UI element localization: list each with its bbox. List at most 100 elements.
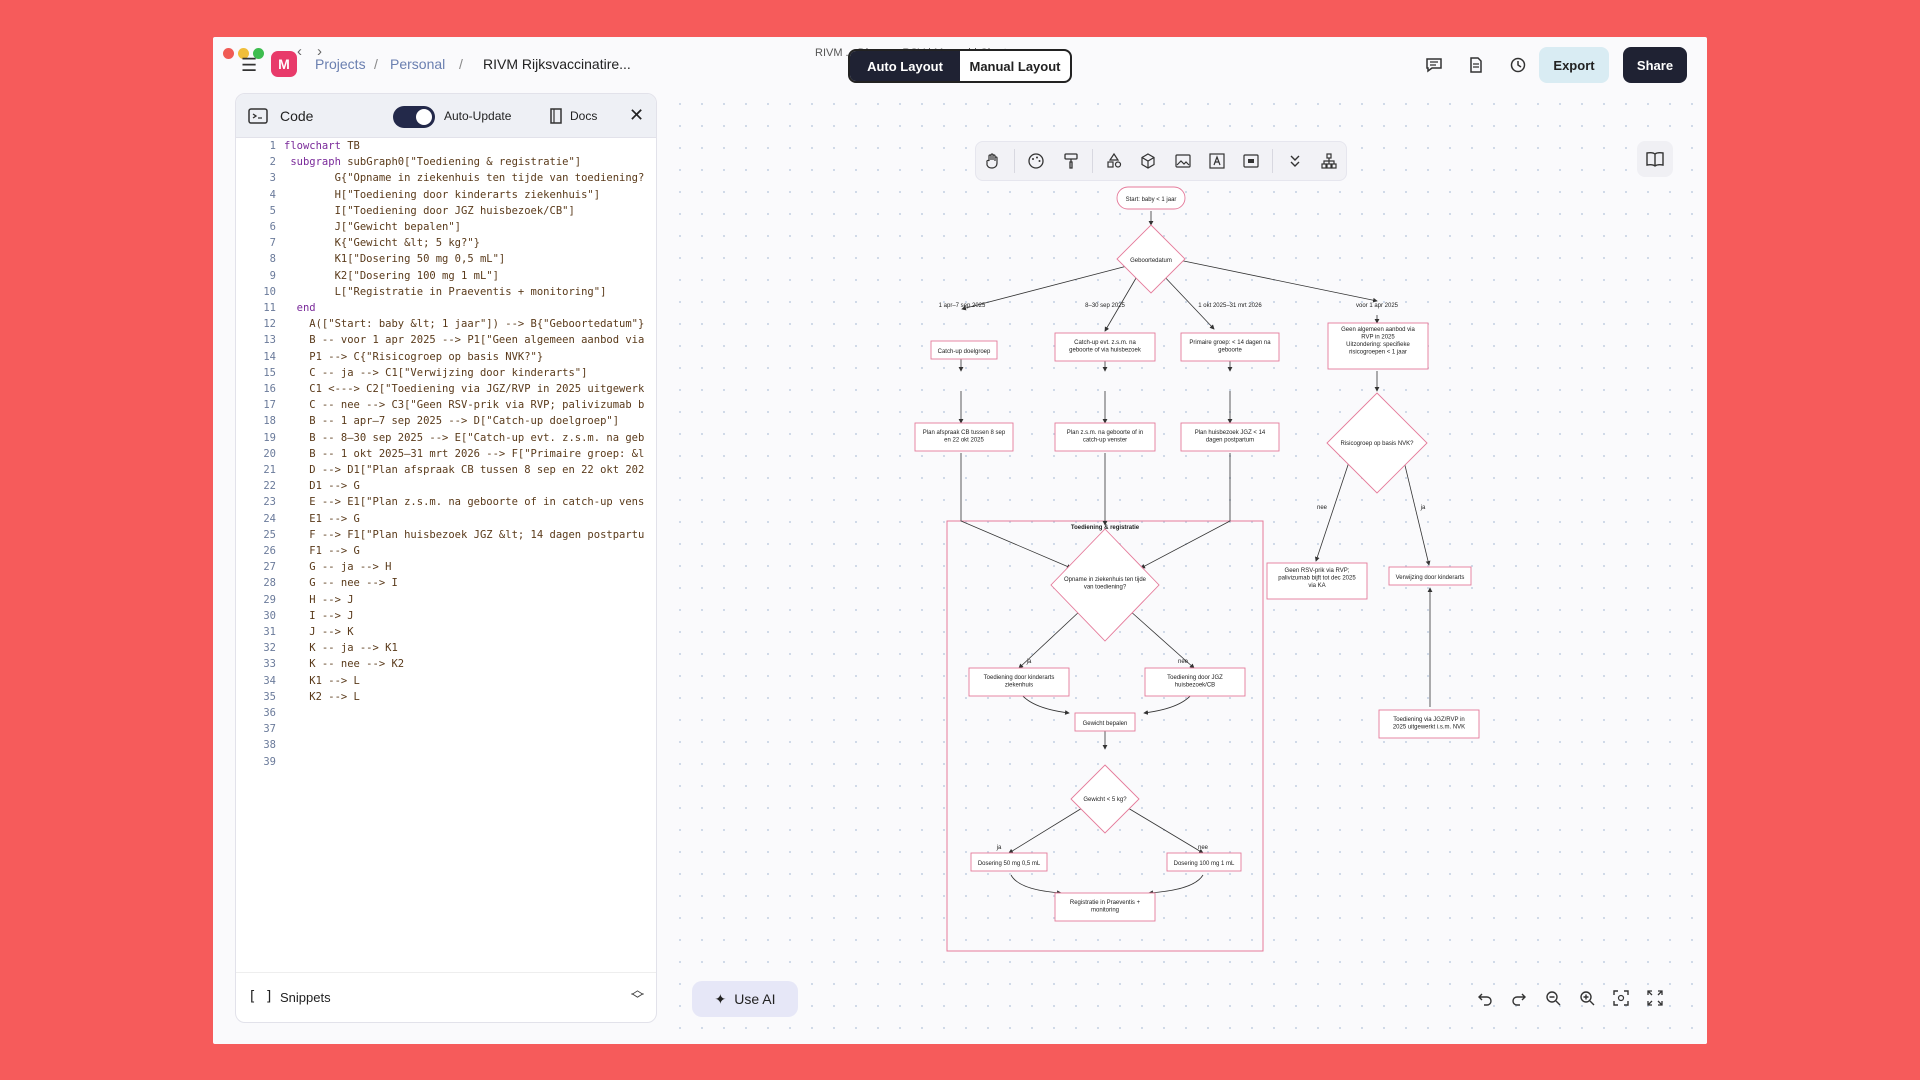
node-h[interactable] <box>968 667 1070 697</box>
code-line[interactable]: 16 C1 <---> C2["Toediening via JGZ/RVP i… <box>236 383 644 399</box>
menu-icon[interactable]: ☰ <box>241 55 258 75</box>
chevrons-down-icon[interactable] <box>1277 141 1311 181</box>
breadcrumb-projects[interactable]: Projects <box>315 56 366 72</box>
node-k[interactable] <box>1070 764 1140 834</box>
fit-view-icon[interactable] <box>1605 981 1637 1015</box>
node-i[interactable] <box>1144 667 1246 697</box>
hierarchy-icon[interactable] <box>1312 141 1346 181</box>
node-j[interactable] <box>1074 712 1136 732</box>
code-line[interactable]: 2 subgraph subGraph0["Toediening & regis… <box>236 156 581 172</box>
code-line[interactable]: 15 C -- ja --> C1["Verwijzing door kinde… <box>236 367 587 383</box>
docs-link[interactable]: Docs <box>570 109 598 123</box>
image-icon[interactable] <box>1165 141 1199 181</box>
fullscreen-icon[interactable] <box>1639 981 1671 1015</box>
breadcrumb-document[interactable]: RIVM Rijksvaccinatire... <box>483 56 631 72</box>
zoom-in-icon[interactable] <box>1571 981 1603 1015</box>
node-e[interactable] <box>1054 332 1156 362</box>
undo-icon[interactable] <box>1469 981 1501 1015</box>
frame-icon[interactable] <box>1234 141 1268 181</box>
code-line[interactable]: 38 <box>236 739 284 755</box>
code-line[interactable]: 18 B -- 1 apr–7 sep 2025 --> D["Catch-up… <box>236 415 619 431</box>
node-f1[interactable] <box>1180 422 1280 452</box>
start-node[interactable] <box>1116 186 1186 210</box>
code-line[interactable]: 31 J --> K <box>236 626 353 642</box>
node-e1[interactable] <box>1054 422 1156 452</box>
use-ai-button[interactable]: ✦ Use AI <box>692 981 798 1017</box>
open-book-icon[interactable] <box>1637 141 1673 177</box>
code-line[interactable]: 23 E --> E1["Plan z.s.m. na geboorte of … <box>236 496 644 512</box>
forward-arrow-icon[interactable]: › <box>317 43 322 60</box>
redo-icon[interactable] <box>1503 981 1535 1015</box>
auto-layout-button[interactable]: Auto Layout <box>850 51 960 81</box>
back-arrow-icon[interactable]: ‹ <box>297 43 302 60</box>
auto-update-toggle[interactable] <box>393 106 435 128</box>
code-line[interactable]: 5 I["Toediening door JGZ huisbezoek/CB"] <box>236 205 575 221</box>
breadcrumb-personal[interactable]: Personal <box>390 56 446 72</box>
code-line[interactable]: 37 <box>236 723 284 739</box>
code-line[interactable]: 26 F1 --> G <box>236 545 360 561</box>
node-k2[interactable] <box>1166 852 1242 872</box>
code-line[interactable]: 32 K -- ja --> K1 <box>236 642 397 658</box>
node-c2[interactable] <box>1378 709 1480 739</box>
node-f[interactable] <box>1180 332 1280 362</box>
code-line[interactable]: 7 K{"Gewicht &lt; 5 kg?"} <box>236 237 480 253</box>
code-line[interactable]: 33 K -- nee --> K2 <box>236 658 404 674</box>
node-g[interactable] <box>1050 528 1160 642</box>
code-line[interactable]: 20 B -- 1 okt 2025–31 mrt 2026 --> F["Pr… <box>236 448 644 464</box>
code-line[interactable]: 11 end <box>236 302 315 318</box>
code-line[interactable]: 13 B -- voor 1 apr 2025 --> P1["Geen alg… <box>236 334 644 350</box>
chevron-expand-icon[interactable]: ︿﹀ <box>631 982 645 1007</box>
node-p1[interactable] <box>1327 322 1429 370</box>
layout-toggle[interactable]: Auto Layout Manual Layout <box>848 49 1072 83</box>
node-d[interactable] <box>930 340 998 360</box>
code-line[interactable]: 25 F --> F1["Plan huisbezoek JGZ &lt; 14… <box>236 529 644 545</box>
close-icon[interactable]: ✕ <box>629 105 645 125</box>
code-line[interactable]: 24 E1 --> G <box>236 513 360 529</box>
palette-icon[interactable] <box>1019 141 1053 181</box>
code-line[interactable]: 9 K2["Dosering 100 mg 1 mL"] <box>236 270 499 286</box>
document-icon[interactable] <box>1464 53 1488 77</box>
close-window-button[interactable] <box>223 48 234 59</box>
code-line[interactable]: 29 H --> J <box>236 594 353 610</box>
code-line[interactable]: 28 G -- nee --> I <box>236 577 397 593</box>
node-c[interactable] <box>1326 392 1428 494</box>
code-line[interactable]: 27 G -- ja --> H <box>236 561 391 577</box>
node-l[interactable] <box>1054 892 1156 922</box>
node-c1[interactable] <box>1388 566 1472 586</box>
code-line[interactable]: 39 <box>236 756 284 772</box>
share-button[interactable]: Share <box>1623 47 1687 83</box>
diagram-canvas[interactable]: Toediening & registratie <box>669 93 1707 1044</box>
birthdate-decision[interactable] <box>1116 224 1186 294</box>
code-line[interactable]: 8 K1["Dosering 50 mg 0,5 mL"] <box>236 253 506 269</box>
code-line[interactable]: 17 C -- nee --> C3["Geen RSV-prik via RV… <box>236 399 644 415</box>
code-line[interactable]: 12 A(["Start: baby &lt; 1 jaar"]) --> B{… <box>236 318 644 334</box>
node-c3[interactable] <box>1266 562 1368 600</box>
code-line[interactable]: 35 K2 --> L <box>236 691 360 707</box>
code-line[interactable]: 10 L["Registratie in Praeventis + monito… <box>236 286 606 302</box>
code-line[interactable]: 3 G{"Opname in ziekenhuis ten tijde van … <box>236 172 645 188</box>
code-line[interactable]: 30 I --> J <box>236 610 353 626</box>
code-line[interactable]: 21 D --> D1["Plan afspraak CB tussen 8 s… <box>236 464 644 480</box>
book-icon[interactable] <box>548 107 564 130</box>
maximize-window-button[interactable] <box>253 48 264 59</box>
history-icon[interactable] <box>1506 53 1530 77</box>
code-line[interactable]: 19 B -- 8–30 sep 2025 --> E["Catch-up ev… <box>236 432 644 448</box>
hand-icon[interactable] <box>976 141 1010 181</box>
code-line[interactable]: 36 <box>236 707 284 723</box>
node-k1[interactable] <box>970 852 1048 872</box>
minimize-window-button[interactable] <box>238 48 249 59</box>
zoom-out-icon[interactable] <box>1537 981 1569 1015</box>
code-line[interactable]: 4 H["Toediening door kinderarts ziekenhu… <box>236 189 600 205</box>
code-line[interactable]: 22 D1 --> G <box>236 480 360 496</box>
code-line[interactable]: 14 P1 --> C{"Risicogroep op basis NVK?"} <box>236 351 543 367</box>
cube-icon[interactable] <box>1131 141 1165 181</box>
paint-roller-icon[interactable] <box>1054 141 1088 181</box>
manual-layout-button[interactable]: Manual Layout <box>969 58 1061 74</box>
snippets-bar[interactable]: [ ] Snippets ︿﹀ <box>236 972 656 1022</box>
comment-icon[interactable] <box>1422 53 1446 77</box>
shapes-icon[interactable] <box>1097 141 1131 181</box>
text-icon[interactable] <box>1200 141 1234 181</box>
node-d1[interactable] <box>914 422 1014 452</box>
export-button[interactable]: Export <box>1539 47 1609 83</box>
